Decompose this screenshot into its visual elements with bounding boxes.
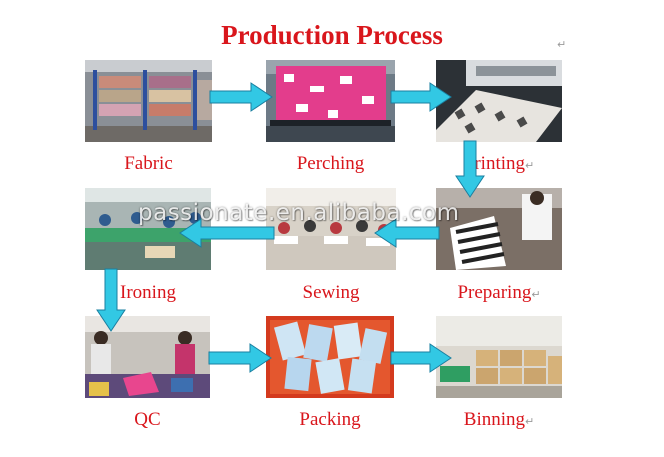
step-label-fabric: Fabric	[124, 153, 173, 174]
step-label-preparing: Preparing↵	[457, 282, 541, 303]
binning-photo	[436, 316, 562, 398]
arrow-right-icon	[208, 343, 272, 373]
step-label-binning: Binning↵	[463, 409, 535, 430]
paragraph-mark: ↵	[525, 159, 535, 172]
arrow-left-icon	[374, 218, 440, 248]
step-label-ironing: Ironing	[120, 282, 176, 303]
step-label-printing: Printing↵	[463, 153, 535, 174]
step-label-sewing: Sewing	[302, 282, 360, 303]
paragraph-mark: ↵	[557, 38, 567, 51]
fabric-photo	[85, 60, 212, 142]
page-title: Production Process	[221, 20, 443, 50]
step-label-perching: Perching	[296, 153, 365, 174]
arrow-right-icon	[390, 343, 452, 373]
arrow-right-icon	[209, 82, 273, 112]
step-label-qc: QC	[134, 409, 161, 430]
ironing-photo	[85, 188, 211, 270]
packing-photo	[266, 316, 394, 398]
printing-photo	[436, 60, 562, 142]
arrow-down-icon	[96, 268, 126, 332]
sewing-photo	[266, 188, 396, 270]
arrow-down-icon	[455, 140, 485, 198]
paragraph-mark: ↵	[531, 288, 541, 301]
perching-photo	[266, 60, 395, 142]
preparing-photo	[436, 188, 562, 270]
paragraph-mark: ↵	[525, 415, 535, 428]
step-label-packing: Packing	[299, 409, 361, 430]
watermark: passionate.en.alibaba.com	[138, 200, 460, 226]
arrow-right-icon	[390, 82, 452, 112]
arrow-left-icon	[179, 218, 275, 248]
